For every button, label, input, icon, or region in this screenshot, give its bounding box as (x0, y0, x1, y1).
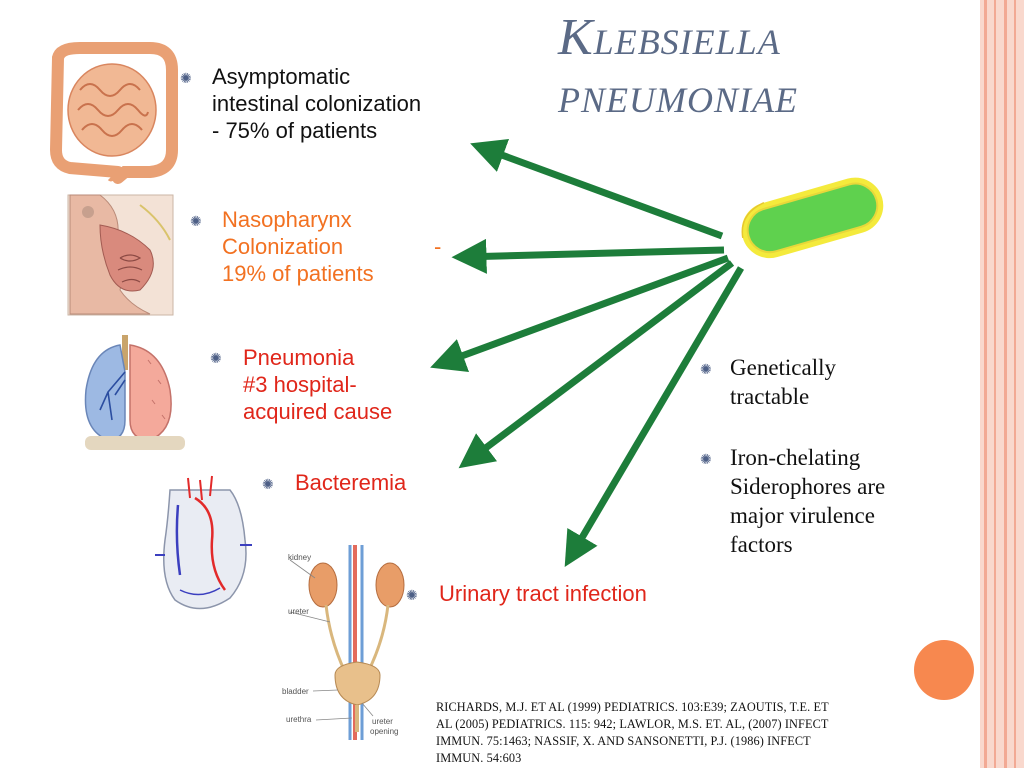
label-ureter-opening-2: opening (370, 727, 398, 736)
label-urethra: urethra (286, 715, 312, 724)
reference-line-2: AL (2005) PEDIATRICS. 115: 942; LAWLOR, … (436, 717, 829, 731)
nasopharynx-icon (67, 194, 174, 316)
right-border-line (1014, 0, 1016, 768)
label-ureter-opening-1: ureter (372, 717, 393, 726)
intestinal-line-3: - 75% of patients (212, 118, 378, 143)
arrow-to-intestinal (470, 139, 724, 240)
bullet-icon: ✺ (262, 476, 274, 492)
right-border-line (984, 0, 987, 768)
nasopharynx-dash: - (434, 234, 442, 259)
iron-line-3: major virulence (730, 503, 875, 528)
intestine-icon (49, 42, 178, 184)
genetic-line-1: Genetically (730, 355, 837, 380)
heart-icon (155, 475, 252, 610)
label-bladder: bladder (282, 687, 309, 696)
label-ureter: ureter (288, 607, 309, 616)
arrows (430, 139, 745, 568)
item-bacteremia: Bacteremia (295, 469, 465, 496)
bullet-icon: ✺ (700, 361, 712, 377)
orange-circle-decoration (914, 640, 974, 700)
reference-line-3: IMMUN. 75:1463; NASSIF, X. AND SANSONETT… (436, 734, 811, 748)
right-border-stripe (980, 0, 1024, 768)
right-bullet-genetic: Genetically tractable (730, 353, 970, 411)
bullet-icon: ✺ (700, 451, 712, 467)
bullet-icon: ✺ (406, 587, 418, 603)
bullet-icon: ✺ (180, 70, 192, 86)
nasopharynx-line-1: Nasopharynx (222, 207, 352, 232)
nasopharynx-line-2-row: Colonization - (222, 233, 462, 260)
item-nasopharynx: Nasopharynx Colonization - 19% of patien… (222, 206, 462, 287)
right-border-line (994, 0, 996, 768)
item-uti: Urinary tract infection (439, 580, 739, 607)
bacteremia-line-1: Bacteremia (295, 470, 407, 495)
references: RICHARDS, M.J. ET AL (1999) PEDIATRICS. … (436, 699, 938, 767)
bacterium-icon (741, 177, 884, 259)
lungs-icon (84, 335, 185, 450)
item-pneumonia: Pneumonia #3 hospital- acquired cause (243, 344, 463, 425)
intestinal-line-2: intestinal colonization (212, 91, 422, 116)
pneumonia-line-2: #3 hospital- (243, 372, 357, 397)
label-kidney: kidney (288, 553, 311, 562)
slide-title: Klebsiella pneumoniae (558, 12, 968, 122)
uti-line-1: Urinary tract infection (439, 581, 647, 606)
urinary-tract-icon: kidney ureter bladder urethra ureter ope… (282, 545, 405, 740)
right-bullet-iron: Iron-chelating Siderophores are major vi… (730, 443, 970, 559)
bullet-icon: ✺ (210, 350, 222, 366)
arrow-to-bacteremia (458, 260, 735, 469)
arrow-to-uti (564, 266, 745, 568)
reference-line-4: IMMUN. 54:603 (436, 751, 522, 765)
arrow-to-pneumonia (430, 254, 730, 372)
iron-line-1: Iron-chelating (730, 445, 861, 470)
genetic-line-2: tractable (730, 384, 810, 409)
item-intestinal: Asymptomatic intestinal colonization - 7… (212, 63, 512, 144)
title-line-2: pneumoniae (558, 67, 798, 124)
right-border-line (1004, 0, 1007, 768)
intestinal-line-1: Asymptomatic (212, 64, 351, 89)
iron-line-2: Siderophores are (730, 474, 886, 499)
title-line-1: Klebsiella (558, 9, 781, 66)
nasopharynx-line-3: 19% of patients (222, 261, 374, 286)
pneumonia-line-3: acquired cause (243, 399, 393, 424)
reference-line-1: RICHARDS, M.J. ET AL (1999) PEDIATRICS. … (436, 700, 829, 714)
iron-line-4: factors (730, 532, 793, 557)
arrow-to-nasopharynx (451, 238, 725, 274)
nasopharynx-line-2: Colonization (222, 234, 344, 259)
bullet-icon: ✺ (190, 213, 202, 229)
pneumonia-line-1: Pneumonia (243, 345, 355, 370)
